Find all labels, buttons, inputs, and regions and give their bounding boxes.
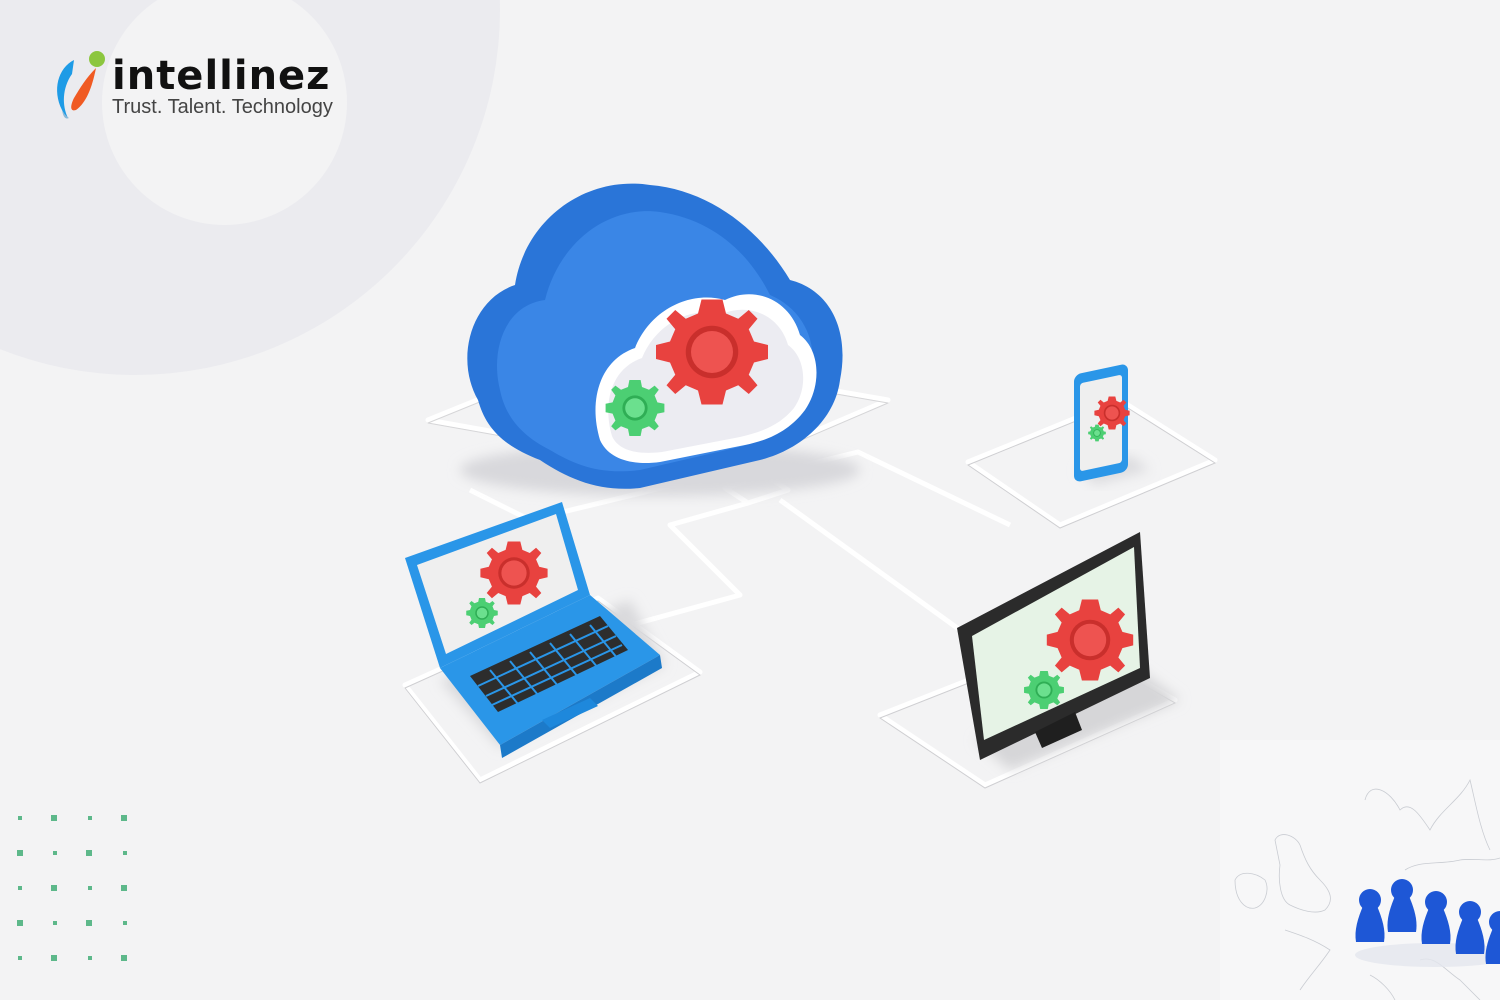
monitor-gears-icon: [957, 532, 1180, 770]
laptop-gears-icon: [405, 502, 665, 758]
phone-gears-icon: [1074, 364, 1150, 485]
cloud-gears-icon: [460, 183, 860, 496]
pawn-figures: [1355, 879, 1500, 964]
decorative-dot-grid: [17, 815, 127, 961]
europe-map-pawns: [1220, 740, 1500, 1000]
brand-tagline: Trust. Talent. Technology: [112, 96, 333, 118]
brand-logo[interactable]: intellinez Trust. Talent. Technology: [52, 48, 333, 123]
background-circle-inner: [102, 0, 347, 225]
logo-mark-icon: [57, 51, 105, 119]
brand-name: intellinez: [112, 53, 331, 99]
